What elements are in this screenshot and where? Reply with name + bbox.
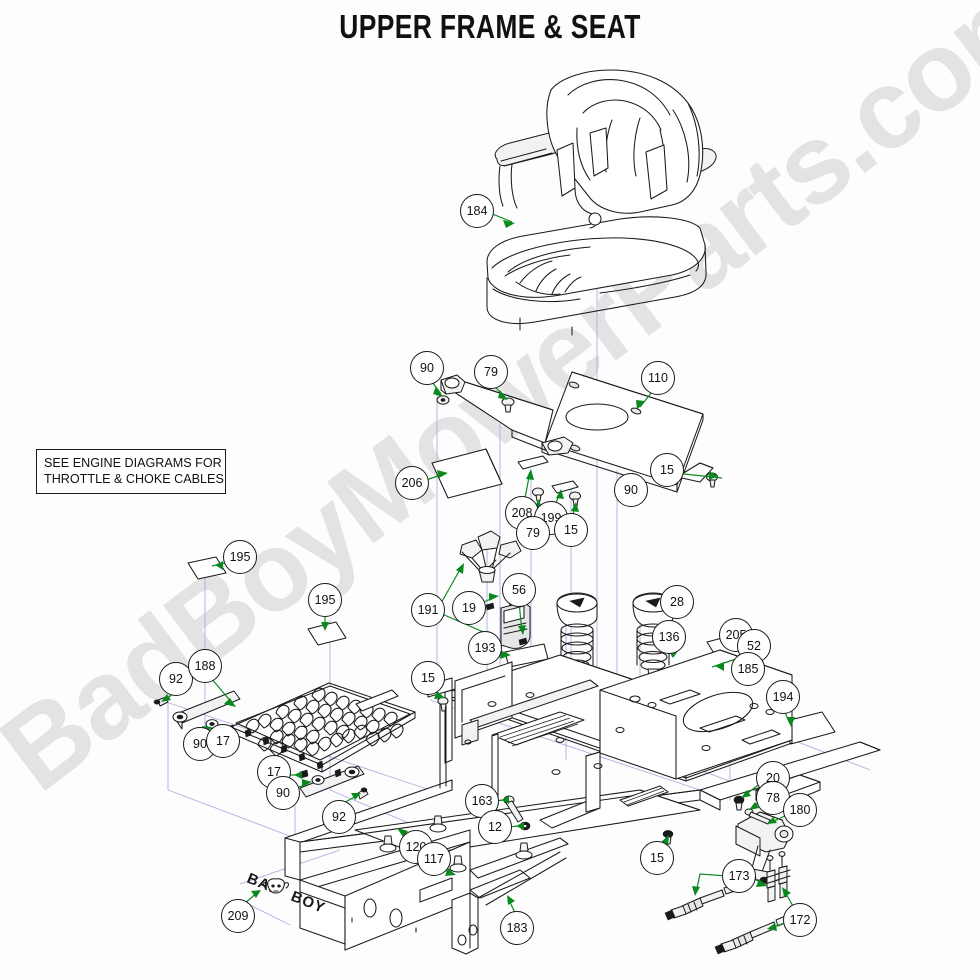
callout-180-32[interactable]: 180 [783, 793, 817, 827]
callout-92-33[interactable]: 92 [322, 800, 356, 834]
callout-136-18[interactable]: 136 [652, 620, 686, 654]
callout-110-3[interactable]: 110 [641, 361, 675, 395]
callout-15-10[interactable]: 15 [554, 513, 588, 547]
callout-191-13[interactable]: 191 [411, 593, 445, 627]
seat-assembly [486, 69, 717, 336]
callout-79-2[interactable]: 79 [474, 355, 508, 389]
callout-188-23[interactable]: 188 [188, 649, 222, 683]
callout-56-15[interactable]: 56 [502, 573, 536, 607]
page-title: UPPER FRAME & SEAT [339, 8, 641, 45]
callout-15-24[interactable]: 15 [411, 661, 445, 695]
callout-19-14[interactable]: 19 [452, 591, 486, 625]
callout-117-37[interactable]: 117 [417, 842, 451, 876]
callout-206-4[interactable]: 206 [395, 466, 429, 500]
note-box: SEE ENGINE DIAGRAMS FOR THROTTLE & CHOKE… [36, 449, 226, 494]
callout-17-27[interactable]: 17 [206, 724, 240, 758]
callout-184-0[interactable]: 184 [460, 194, 494, 228]
callout-173-39[interactable]: 173 [722, 859, 756, 893]
callout-172-40[interactable]: 172 [783, 903, 817, 937]
callout-193-17[interactable]: 193 [468, 631, 502, 665]
callout-15-38[interactable]: 15 [640, 841, 674, 875]
footrest-mat [153, 682, 416, 800]
brake-pedal-arm [733, 795, 794, 884]
callout-15-5[interactable]: 15 [650, 453, 684, 487]
upper-frame [284, 649, 881, 955]
callout-194-25[interactable]: 194 [766, 680, 800, 714]
callout-90-1[interactable]: 90 [410, 351, 444, 385]
note-line-2: THROTTLE & CHOKE CABLES [44, 472, 224, 486]
wire-harness-group [459, 530, 549, 668]
callout-90-29[interactable]: 90 [266, 776, 300, 810]
wire-terminals [664, 851, 796, 955]
callout-183-42[interactable]: 183 [500, 911, 534, 945]
callout-79-9[interactable]: 79 [516, 516, 550, 550]
callout-12-35[interactable]: 12 [478, 810, 512, 844]
callout-28-16[interactable]: 28 [660, 585, 694, 619]
callout-90-6[interactable]: 90 [614, 473, 648, 507]
note-line-1: SEE ENGINE DIAGRAMS FOR [44, 456, 222, 470]
callout-185-21[interactable]: 185 [731, 652, 765, 686]
callout-195-11[interactable]: 195 [223, 540, 257, 574]
callout-209-41[interactable]: 209 [221, 899, 255, 933]
callout-92-22[interactable]: 92 [159, 662, 193, 696]
callout-195-12[interactable]: 195 [308, 583, 342, 617]
